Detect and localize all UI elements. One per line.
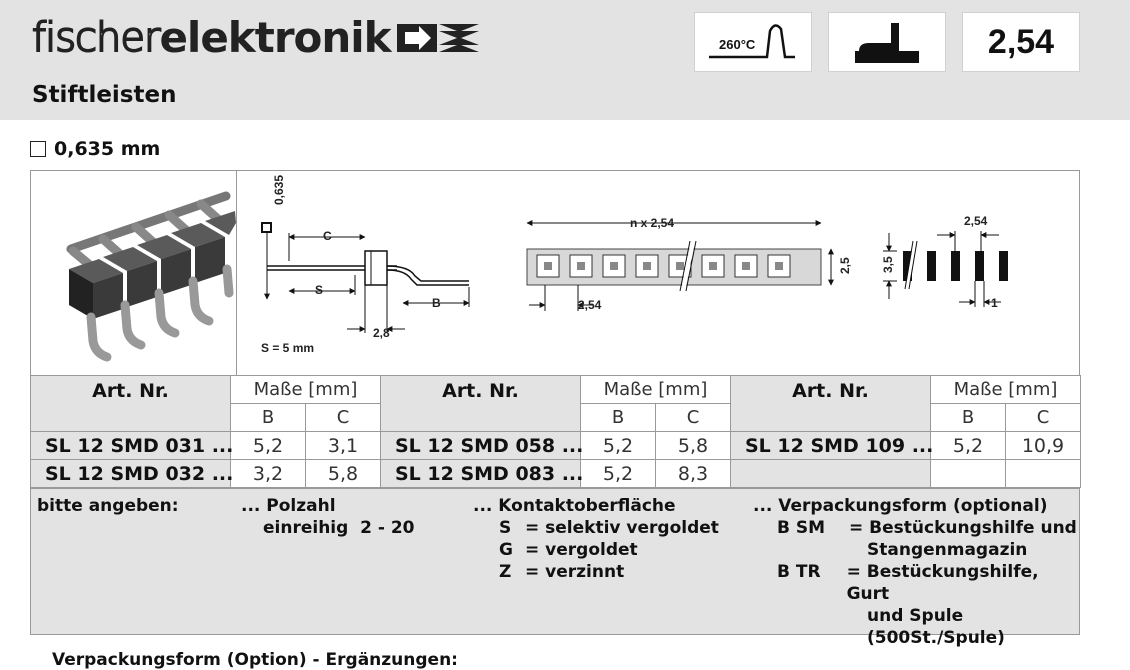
- temp-label: 260°C: [719, 37, 756, 52]
- pin-size-value: 0,635 mm: [54, 138, 161, 160]
- square-pin-icon: [30, 141, 46, 157]
- reflow-temp-badge: 260°C: [694, 12, 812, 72]
- value-b: 3,2: [230, 459, 306, 488]
- verpackung-option: B SM= Bestückungshilfe und: [777, 518, 1077, 538]
- table-row: SL 12 SMD 031 ... 5,2 3,1 SL 12 SMD 058 …: [30, 431, 1081, 460]
- dimension-drawings: 0,635 C S B 2,8: [236, 171, 1008, 375]
- value-c: 5,8: [305, 459, 381, 488]
- smd-mount-badge: [828, 12, 946, 72]
- dim-header-2: Maße [mm]: [580, 375, 731, 404]
- smd-pad-icon: [855, 23, 919, 63]
- article-number: SL 12 SMD 031 ...: [30, 431, 233, 460]
- dim-pin-size: 0,635: [272, 175, 286, 205]
- col-b-header: B: [230, 403, 306, 432]
- kontakt-option: S= selektiv vergoldet: [499, 518, 719, 538]
- art-header-3: Art. Nr.: [730, 375, 931, 432]
- brand-bold-text: elektronik: [159, 13, 391, 62]
- value-c: 10,9: [1005, 431, 1081, 460]
- dim-b: B: [432, 296, 441, 310]
- s-note: S = 5 mm: [261, 341, 314, 355]
- article-number: SL 12 SMD 058 ...: [380, 431, 583, 460]
- verpackung-cont: (500St./Spule): [867, 628, 1005, 648]
- dim-2-5: 2,5: [838, 257, 852, 274]
- dim-2-8: 2,8: [373, 326, 390, 340]
- end-view-drawing: 2,54 3,5: [881, 214, 1008, 310]
- article-number: SL 12 SMD 032 ...: [30, 459, 233, 488]
- kontakt-block: ... Kontaktoberfläche S= selektiv vergol…: [473, 495, 719, 583]
- dim-header-3: Maße [mm]: [930, 375, 1081, 404]
- value-b: 5,2: [580, 431, 656, 460]
- dim-c: C: [323, 229, 332, 243]
- value-c: 5,8: [655, 431, 731, 460]
- pitch-badge: 2,54: [962, 12, 1080, 72]
- dim-3-5: 3,5: [881, 256, 895, 273]
- brand-outline-text: fischer: [31, 14, 161, 62]
- brand-logo: fischer elektronik: [31, 13, 481, 62]
- product-photo: [31, 171, 236, 375]
- value-b: [930, 459, 1006, 488]
- value-b: 5,2: [230, 431, 306, 460]
- side-view-drawing: 0,635 C S B 2,8: [261, 175, 470, 355]
- footer-partial-heading: Verpackungsform (Option) - Ergänzungen:: [52, 650, 458, 670]
- value-c: 3,1: [305, 431, 381, 460]
- verpackung-title: ... Verpackungsform (optional): [753, 496, 1048, 516]
- polzahl-block: ... Polzahl einreihig 2 - 20: [241, 495, 415, 539]
- verpackung-block: ... Verpackungsform (optional) B SM= Bes…: [753, 495, 1079, 649]
- col-c-header: C: [1005, 403, 1081, 432]
- art-header-2: Art. Nr.: [380, 375, 581, 432]
- verpackung-cont: und Spule: [867, 606, 964, 626]
- header-bar: fischer elektronik 260°C 2,54 Stiftleist…: [0, 0, 1130, 120]
- ordering-info: bitte angeben: ... Polzahl einreihig 2 -…: [30, 488, 1080, 648]
- kontakt-title: ... Kontaktoberfläche: [473, 496, 676, 516]
- reflow-profile-icon: 260°C: [709, 24, 795, 59]
- article-number: SL 12 SMD 083 ...: [380, 459, 583, 488]
- page-title: Stiftleisten: [32, 82, 177, 108]
- table-row: SL 12 SMD 032 ... 3,2 5,8 SL 12 SMD 083 …: [30, 459, 1081, 488]
- value-c: [1005, 459, 1081, 488]
- dim-end-2-54: 2,54: [964, 214, 988, 228]
- col-c-header: C: [305, 403, 381, 432]
- dim-header-1: Maße [mm]: [230, 375, 381, 404]
- article-number: SL 12 SMD 109 ...: [730, 431, 933, 460]
- dim-top-2-54: 2,54: [578, 298, 602, 312]
- art-header-1: Art. Nr.: [30, 375, 231, 432]
- polzahl-title: ... Polzahl: [241, 496, 336, 516]
- pin-size-heading: 0,635 mm: [30, 138, 160, 160]
- article-table: Art. Nr. Maße [mm] Art. Nr. Maße [mm] Ar…: [30, 375, 1081, 488]
- dim-s: S: [315, 283, 323, 297]
- kontakt-option: G= vergoldet: [499, 540, 638, 560]
- col-b-header: B: [930, 403, 1006, 432]
- value-b: 5,2: [930, 431, 1006, 460]
- dim-nx: n x 2,54: [630, 216, 674, 230]
- kontakt-option: Z= verzinnt: [499, 562, 625, 582]
- article-number: [730, 459, 931, 488]
- value-b: 5,2: [580, 459, 656, 488]
- ordering-label: bitte angeben:: [37, 496, 179, 516]
- brand-arrow-icon: [396, 24, 479, 52]
- value-c: 8,3: [655, 459, 731, 488]
- verpackung-cont: Stangenmagazin: [867, 540, 1028, 560]
- top-view-drawing: n x 2,54 2,5: [526, 216, 852, 312]
- dim-1: 1: [991, 296, 998, 310]
- col-c-header: C: [655, 403, 731, 432]
- drawing-panel: 0,635 C S B 2,8: [30, 170, 1080, 376]
- verpackung-option: B TR= Bestückungshilfe, Gurt: [777, 562, 1039, 604]
- polzahl-value: einreihig 2 - 20: [263, 518, 415, 538]
- col-b-header: B: [580, 403, 656, 432]
